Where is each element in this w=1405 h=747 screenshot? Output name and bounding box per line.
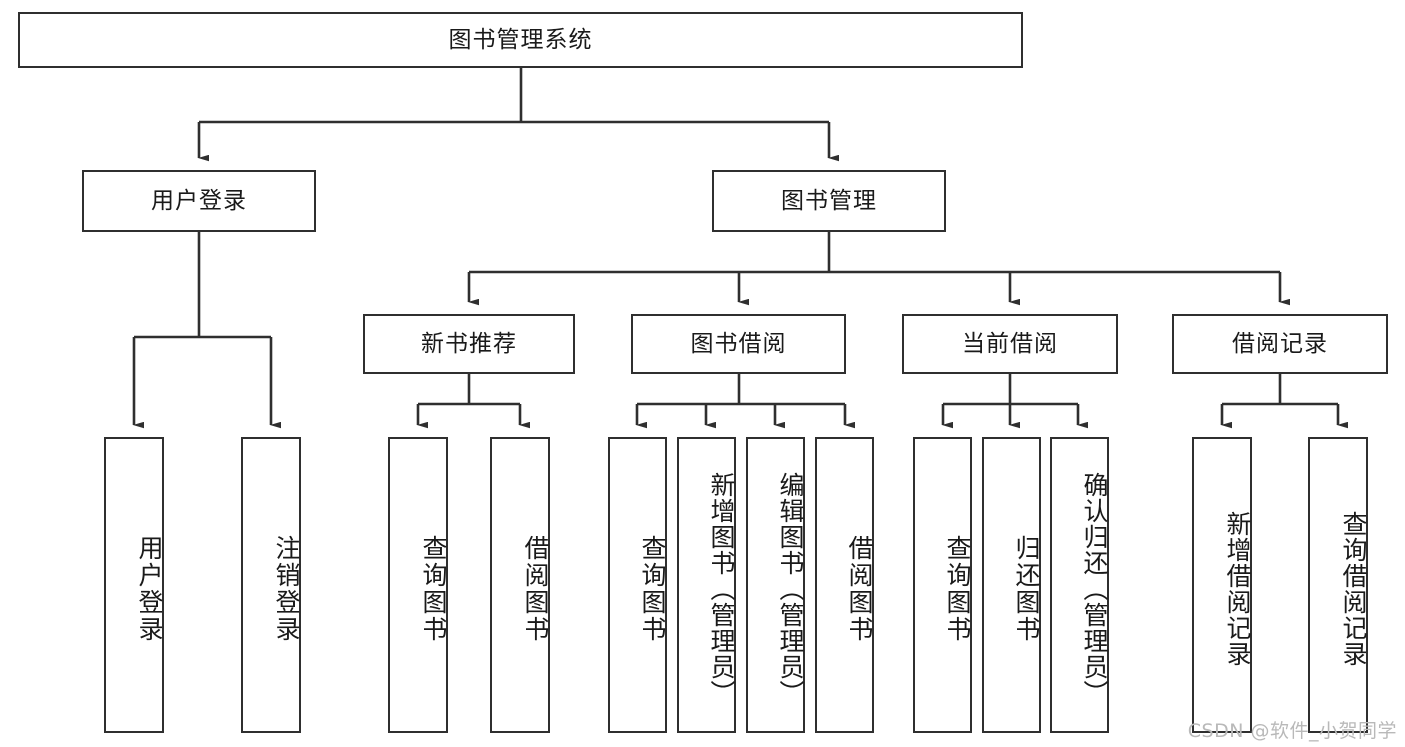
node-leaf-borrow-book-2[interactable]: 借阅图书 xyxy=(815,437,874,733)
node-leaf-query-record-label: 查询借阅记录 xyxy=(1339,511,1368,667)
node-leaf-logout-login-label: 注销登录 xyxy=(272,535,301,643)
node-leaf-edit-book[interactable]: 编辑图书（管理员） xyxy=(746,437,805,733)
node-new-book-recommend-label: 新书推荐 xyxy=(421,330,517,357)
node-leaf-query-book-2[interactable]: 查询图书 xyxy=(608,437,667,733)
node-leaf-query-book-3-label: 查询图书 xyxy=(943,535,972,643)
node-new-book-recommend[interactable]: 新书推荐 xyxy=(363,314,575,374)
node-leaf-query-record[interactable]: 查询借阅记录 xyxy=(1308,437,1368,733)
node-leaf-query-book-3[interactable]: 查询图书 xyxy=(913,437,972,733)
node-book-borrow[interactable]: 图书借阅 xyxy=(631,314,846,374)
node-root[interactable]: 图书管理系统 xyxy=(18,12,1023,68)
node-leaf-return-book[interactable]: 归还图书 xyxy=(982,437,1041,733)
node-borrow-record-label: 借阅记录 xyxy=(1232,330,1328,357)
node-leaf-logout-login[interactable]: 注销登录 xyxy=(241,437,301,733)
node-leaf-add-book-label: 新增图书（管理员） xyxy=(707,472,736,706)
node-leaf-borrow-book-1[interactable]: 借阅图书 xyxy=(490,437,550,733)
node-current-borrow-label: 当前借阅 xyxy=(962,330,1058,357)
node-leaf-return-book-label: 归还图书 xyxy=(1012,535,1041,643)
node-user-login-label: 用户登录 xyxy=(151,187,247,214)
node-leaf-query-book-2-label: 查询图书 xyxy=(638,535,667,643)
node-leaf-confirm-return[interactable]: 确认归还（管理员） xyxy=(1050,437,1109,733)
node-root-label: 图书管理系统 xyxy=(448,26,593,53)
node-book-borrow-label: 图书借阅 xyxy=(690,330,787,357)
node-leaf-confirm-return-label: 确认归还（管理员） xyxy=(1080,472,1109,706)
node-borrow-record[interactable]: 借阅记录 xyxy=(1172,314,1388,374)
node-leaf-add-record[interactable]: 新增借阅记录 xyxy=(1192,437,1252,733)
node-leaf-add-book[interactable]: 新增图书（管理员） xyxy=(677,437,736,733)
node-leaf-edit-book-label: 编辑图书（管理员） xyxy=(776,472,805,706)
node-current-borrow[interactable]: 当前借阅 xyxy=(902,314,1118,374)
node-leaf-add-record-label: 新增借阅记录 xyxy=(1223,511,1252,667)
node-leaf-borrow-book-1-label: 借阅图书 xyxy=(521,535,550,643)
node-leaf-user-login[interactable]: 用户登录 xyxy=(104,437,164,733)
csdn-watermark: CSDN @软件_小贺同学 xyxy=(1187,720,1397,742)
node-book-manage[interactable]: 图书管理 xyxy=(712,170,946,232)
node-user-login[interactable]: 用户登录 xyxy=(82,170,316,232)
node-leaf-query-book-1[interactable]: 查询图书 xyxy=(388,437,448,733)
node-book-manage-label: 图书管理 xyxy=(781,187,877,214)
node-leaf-user-login-label: 用户登录 xyxy=(135,535,164,643)
node-leaf-query-book-1-label: 查询图书 xyxy=(419,535,448,643)
node-leaf-borrow-book-2-label: 借阅图书 xyxy=(845,535,874,643)
